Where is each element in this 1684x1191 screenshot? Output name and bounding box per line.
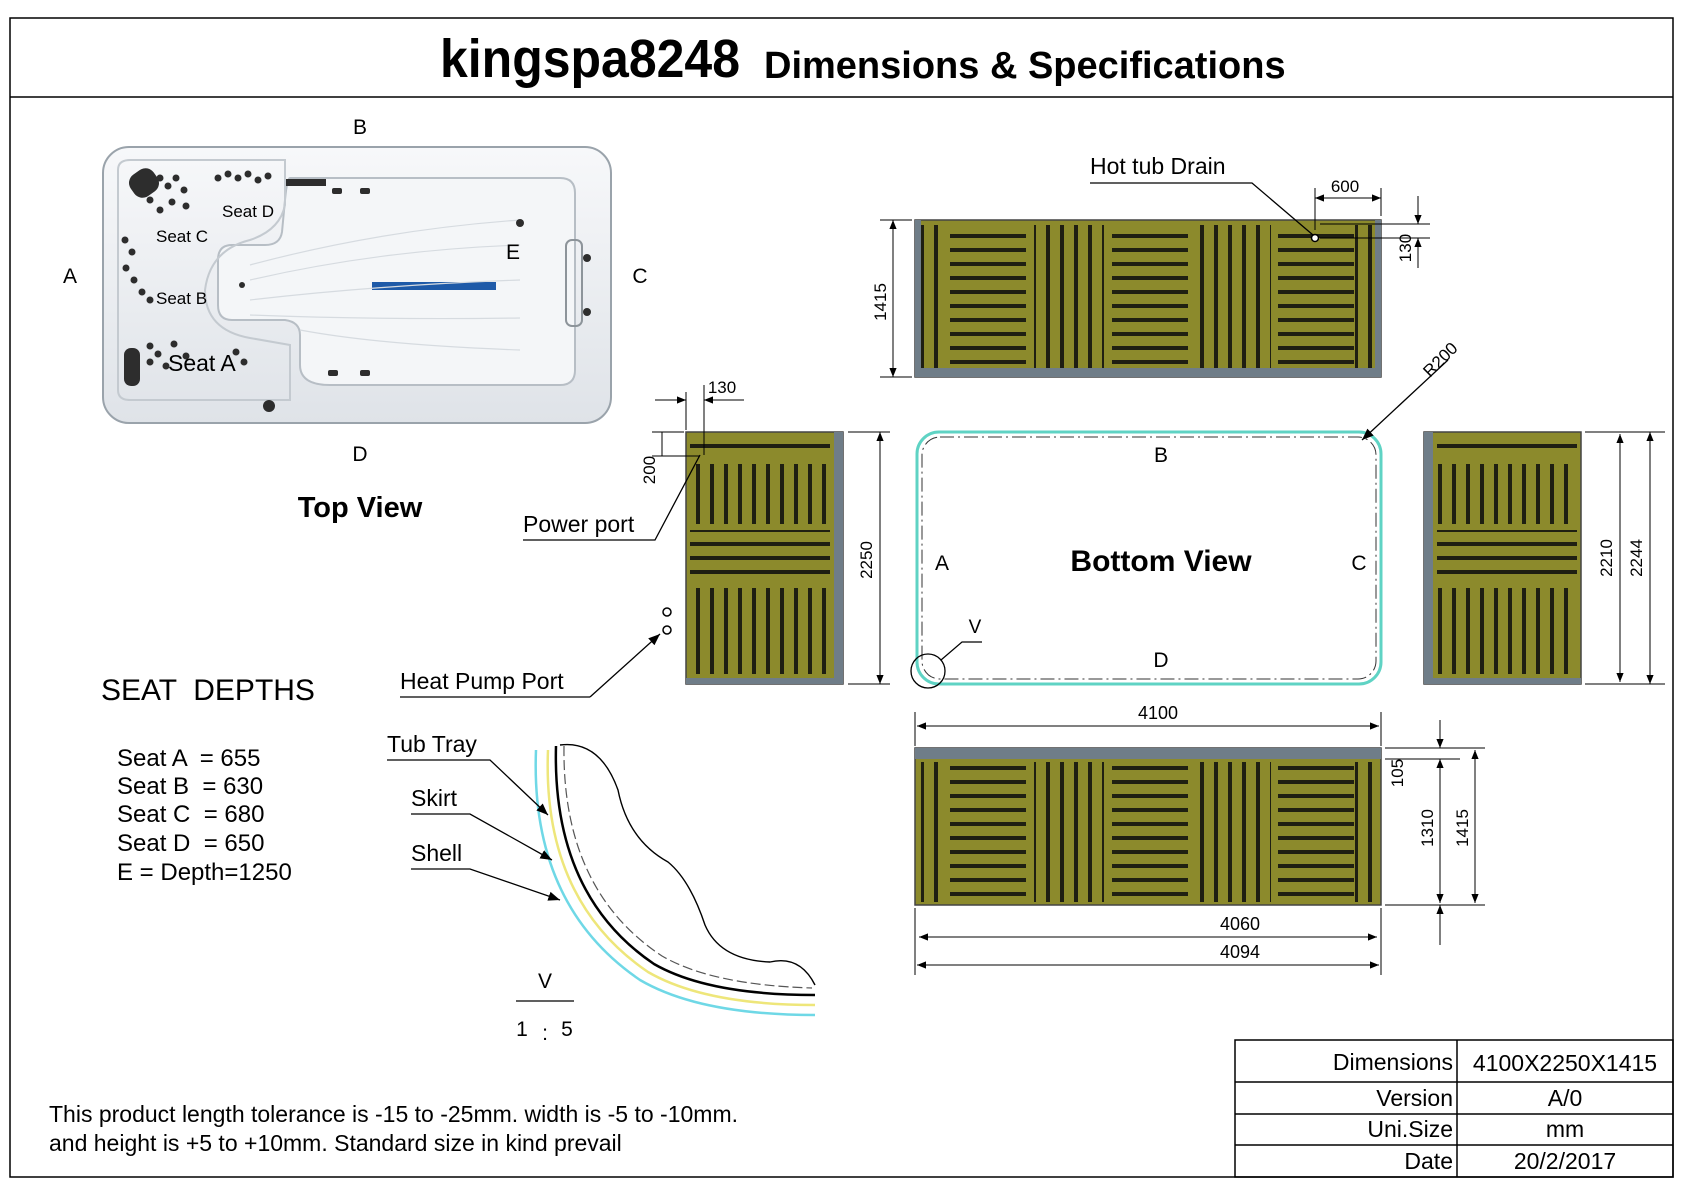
spec-value-version: A/0: [1548, 1085, 1583, 1111]
detail-v: Tub Tray Skirt Shell V 1 : 5: [387, 731, 816, 1045]
bottom-side-a: A: [935, 552, 949, 575]
skirt-layer: [546, 749, 816, 1007]
shell-layer: [534, 749, 816, 1017]
dim-600: 600: [1331, 177, 1359, 196]
tolerance-note-line1: This product length tolerance is -15 to …: [49, 1101, 738, 1127]
top-side-b: B: [353, 116, 367, 139]
dim-4094: 4094: [1220, 942, 1260, 962]
dim-130-drain: 130: [1396, 234, 1415, 262]
detail-v-marker: [910, 653, 946, 689]
spa-jets: [121, 168, 591, 412]
dim-1310: 1310: [1418, 809, 1437, 847]
model-title: kingspa8248: [440, 29, 740, 89]
tray-layer: [554, 745, 816, 997]
skirt-callout: Skirt: [411, 785, 458, 811]
swim-lane-stripe: [372, 282, 496, 290]
seat-depth-line: Seat B = 630: [117, 773, 263, 800]
radius-r200: R200: [1419, 339, 1461, 381]
top-view: Seat D Seat C Seat B Seat A E B A C D To…: [63, 116, 648, 524]
dim-1415-top: 1415: [871, 283, 890, 321]
dim-105: 105: [1388, 759, 1407, 787]
tolerance-note-line2: and height is +5 to +10mm. Standard size…: [49, 1130, 622, 1156]
dim-2250: 2250: [857, 541, 876, 579]
spec-value-unit: mm: [1546, 1116, 1584, 1142]
skimmer: [286, 179, 326, 186]
power-port-callout: Power port: [523, 511, 635, 537]
tub-tray-callout: Tub Tray: [387, 731, 477, 757]
swim-area: [217, 177, 576, 386]
end-view-left: 130 200 2250 Power port Heat Pump Port: [400, 378, 890, 698]
heat-pump-port-b: [662, 625, 672, 635]
detail-v-ref: V: [969, 617, 982, 638]
spec-label-version: Version: [1376, 1085, 1453, 1111]
dim-2244: 2244: [1627, 539, 1646, 577]
top-side-d: D: [352, 443, 367, 466]
seat-d-label: Seat D: [222, 202, 274, 221]
seat-depths-heading: SEAT DEPTHS: [101, 674, 315, 707]
top-side-a: A: [63, 265, 77, 288]
bottom-side-b: B: [1154, 444, 1168, 467]
bottom-side-d: D: [1153, 649, 1168, 672]
seat-c-label: Seat C: [156, 227, 208, 246]
side-view-bottom: 4100 4060 4094 105 1310 1415: [914, 703, 1485, 975]
bottom-view-label: Bottom View: [1070, 545, 1252, 578]
dim-4100: 4100: [1138, 703, 1178, 723]
top-view-label: Top View: [298, 492, 423, 524]
step-handle: [565, 239, 583, 327]
spec-value-date: 20/2/2017: [1514, 1148, 1616, 1174]
side-view-top: Hot tub Drain 600 130 1415: [871, 153, 1430, 378]
profile-edge: [559, 743, 816, 986]
dim-1415-bottom: 1415: [1453, 809, 1472, 847]
detail-scale-sep: :: [542, 1022, 548, 1045]
bottom-outline: [915, 430, 1383, 686]
bottom-view: B A C D Bottom View R200 V: [910, 339, 1462, 689]
seat-depth-line: Seat C = 680: [117, 801, 264, 828]
dim-2210: 2210: [1597, 539, 1616, 577]
seat-bench-outline: [117, 159, 291, 401]
top-side-c: C: [632, 265, 647, 288]
heat-pump-port-callout: Heat Pump Port: [400, 668, 564, 694]
dim-130-end: 130: [708, 378, 736, 397]
seat-depth-line: Seat A = 655: [117, 745, 260, 772]
drain-port: [1310, 233, 1320, 243]
spec-value-dimensions: 4100X2250X1415: [1473, 1050, 1657, 1076]
seat-e-label: E: [506, 241, 520, 264]
dim-200: 200: [640, 456, 659, 484]
seat-depths: SEAT DEPTHS Seat A = 655 Seat B = 630 Se…: [101, 674, 315, 886]
bottom-side-c: C: [1351, 552, 1366, 575]
spec-label-unit: Uni.Size: [1367, 1116, 1453, 1142]
detail-label: V: [538, 970, 552, 993]
seat-depth-line: E = Depth=1250: [117, 859, 292, 886]
spec-label-dimensions: Dimensions: [1333, 1049, 1453, 1075]
bottom-outline-inner: [921, 436, 1377, 680]
sheet-border: [9, 17, 1674, 1178]
spec-label-date: Date: [1404, 1148, 1453, 1174]
detail-scale-left: 1: [516, 1018, 528, 1041]
end-view-right: 2210 2244: [1423, 431, 1665, 685]
page-subtitle: Dimensions & Specifications: [764, 45, 1286, 87]
seat-a-label: Seat A: [168, 350, 236, 376]
dim-4060: 4060: [1220, 914, 1260, 934]
seat-depth-line: Seat D = 650: [117, 830, 264, 857]
detail-scale-right: 5: [561, 1018, 573, 1041]
shell-callout: Shell: [411, 840, 462, 866]
hot-tub-drain-callout: Hot tub Drain: [1090, 153, 1226, 179]
spec-table: Dimensions 4100X2250X1415 Version A/0 Un…: [1234, 1039, 1674, 1178]
seat-b-label: Seat B: [156, 289, 207, 308]
heat-pump-port-a: [662, 607, 672, 617]
